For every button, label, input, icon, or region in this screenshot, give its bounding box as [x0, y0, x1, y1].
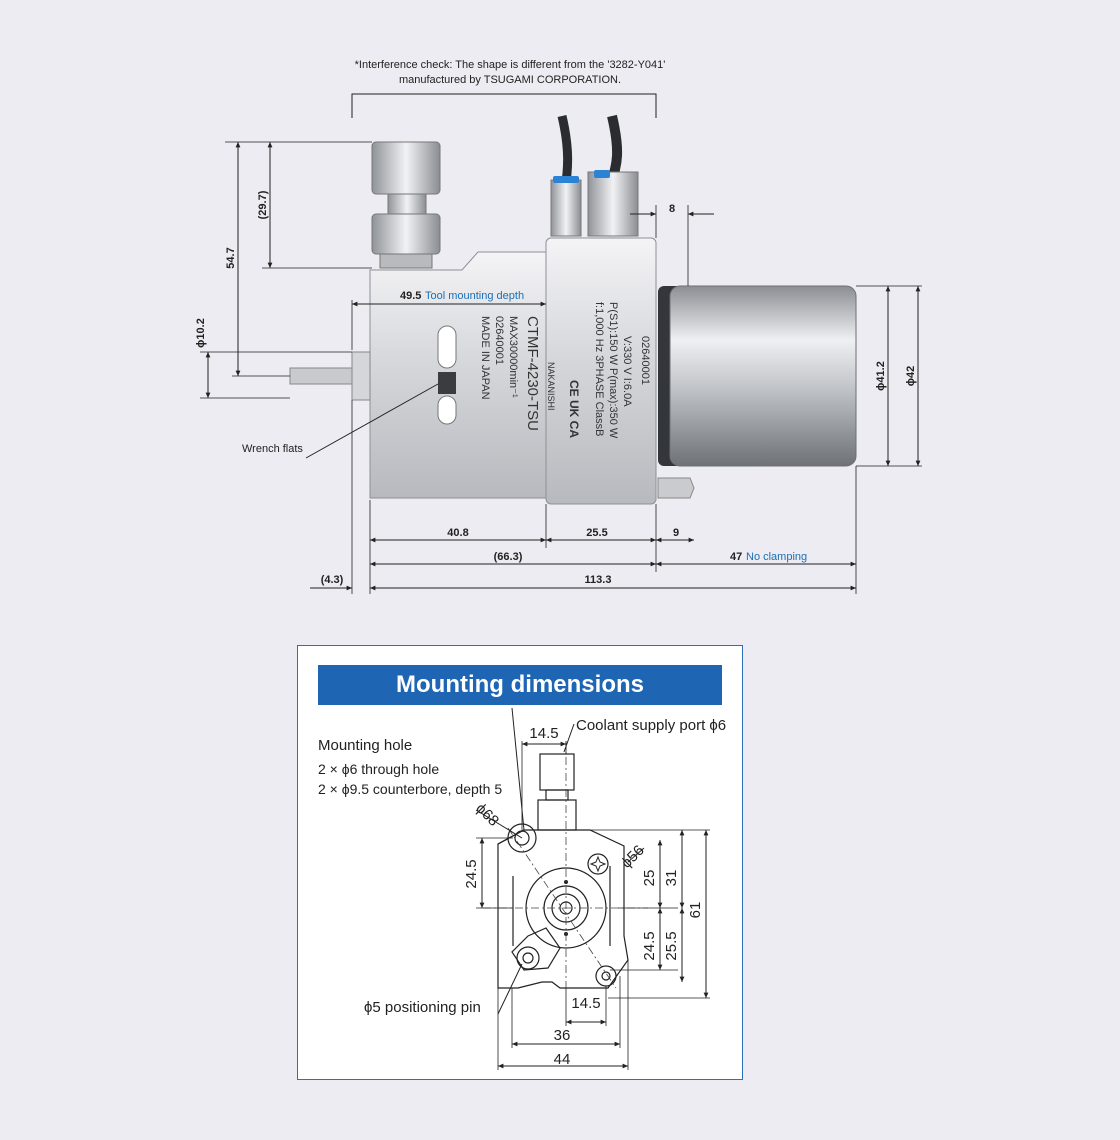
- dim-54-7: 54.7: [225, 247, 237, 268]
- coolant-fitting-large: [587, 171, 639, 237]
- hex-fitting-upper: [371, 141, 441, 195]
- dim-phi10-2: ϕ10.2: [195, 318, 207, 348]
- counterbore-label: 2 × ϕ9.5 counterbore, depth 5: [318, 781, 502, 797]
- positioning-pin-label: ϕ5 positioning pin: [364, 999, 481, 1016]
- mounting-dimensions-panel: Mounting dimensions: [297, 645, 743, 1080]
- dimension-lines: [205, 142, 921, 591]
- note-line-1: *Interference check: The shape is differ…: [354, 59, 666, 71]
- positioning-pin-side: [657, 477, 695, 499]
- blue-collet-2: [594, 170, 610, 178]
- mounting-hole-label: Mounting hole: [318, 737, 412, 754]
- mounting-hole-tab-2: [511, 927, 561, 971]
- ce-ukca-mark: CE UK CA: [567, 380, 581, 438]
- motor-marking: 02640001 V:330 V I:6.0A P(S1):150 W P(ma…: [567, 302, 651, 439]
- mdim-25: 25: [641, 870, 658, 887]
- dim-29-7: (29.7): [257, 190, 269, 219]
- shaft: [289, 367, 355, 385]
- hex-fitting-lower: [371, 213, 441, 255]
- wrench-flats-label: Wrench flats: [242, 443, 303, 455]
- extension-lines: [200, 141, 922, 594]
- shaft-collar: [351, 351, 371, 401]
- dim-47: 47: [730, 551, 742, 563]
- interference-note: *Interference check: The shape is differ…: [330, 58, 690, 88]
- mounting-title: Mounting dimensions: [318, 665, 722, 705]
- wrench-slot-lower: [437, 395, 457, 425]
- coolant-fitting-small: [550, 179, 582, 237]
- mdim-phi56: ϕ56: [618, 842, 648, 872]
- flange-outline: [497, 753, 629, 989]
- mdim-31: 31: [663, 870, 680, 887]
- dim-113-3: 113.3: [585, 574, 612, 586]
- mount-dimension-lines: [475, 707, 709, 1069]
- mdim-14-5-bottom: 14.5: [571, 995, 600, 1012]
- wrench-flat: [438, 372, 456, 394]
- dim-phi42: ϕ42: [905, 366, 917, 386]
- serial-text: 02640001: [493, 316, 505, 365]
- motor-voltage: V:330 V I:6.0A: [621, 336, 633, 407]
- dim-40-8: 40.8: [447, 527, 468, 539]
- dim-66-3: (66.3): [494, 551, 523, 563]
- mdim-24-5-left: 24.5: [463, 859, 480, 888]
- mdim-phi68: ϕ68: [472, 800, 502, 830]
- mount-extension-lines: [476, 741, 710, 1070]
- mdim-36: 36: [554, 1027, 571, 1044]
- note-bracket: [351, 93, 657, 118]
- mdim-44: 44: [554, 1051, 571, 1068]
- positioning-pin-inner: [601, 971, 611, 981]
- motor-freq: f:1,000 Hz 3PHASE ClassB: [593, 302, 605, 437]
- brand-text: NAKANISHI: [546, 362, 556, 411]
- torx-1-icon: [589, 855, 607, 873]
- coolant-port-label: Coolant supply port ϕ6: [576, 717, 726, 734]
- side-view-drawing: CTMF-4230-TSU NAKANISHI MAX30000min⁻¹ 02…: [195, 93, 922, 594]
- fitting-base: [379, 253, 433, 269]
- mounting-drawing: 14.5 14.5 36 44 24.5 25 31 61 24.5 25.5 …: [318, 707, 726, 1070]
- no-clamping-label: No clamping: [746, 551, 807, 563]
- motor-power: P(S1):150 W P(max):350 W: [607, 302, 619, 439]
- blue-collet: [553, 176, 579, 183]
- mdim-14-5-top: 14.5: [529, 725, 558, 742]
- origin-text: MADE IN JAPAN: [479, 316, 491, 400]
- motor-block: [545, 237, 657, 505]
- mdim-25-5: 25.5: [663, 931, 680, 960]
- housing-marking: CTMF-4230-TSU NAKANISHI MAX30000min⁻¹ 02…: [479, 316, 556, 431]
- motor-cylinder: [669, 285, 857, 467]
- mounting-hole-2-inner: [522, 952, 534, 964]
- max-speed-text: MAX30000min⁻¹: [507, 316, 519, 398]
- dim-phi41-2: ϕ41.2: [875, 361, 887, 391]
- model-text: CTMF-4230-TSU: [524, 316, 541, 431]
- dim-8: 8: [669, 203, 675, 215]
- dim-9: 9: [673, 527, 679, 539]
- fitting-neck: [387, 193, 427, 215]
- wrench-slot-upper: [437, 325, 457, 369]
- mdim-24-5-right: 24.5: [641, 931, 658, 960]
- motor-serial: 02640001: [639, 336, 651, 385]
- dim-25-5: 25.5: [586, 527, 607, 539]
- through-hole-label: 2 × ϕ6 through hole: [318, 761, 439, 777]
- mdim-61: 61: [687, 902, 704, 919]
- screw-1: [587, 853, 609, 875]
- mounting-hole-2: [516, 946, 540, 970]
- dim-49-5: 49.5: [400, 290, 421, 302]
- dim-4-3: (4.3): [321, 574, 344, 586]
- tool-depth-label: Tool mounting depth: [425, 290, 524, 302]
- note-line-2: manufactured by TSUGAMI CORPORATION.: [398, 74, 622, 86]
